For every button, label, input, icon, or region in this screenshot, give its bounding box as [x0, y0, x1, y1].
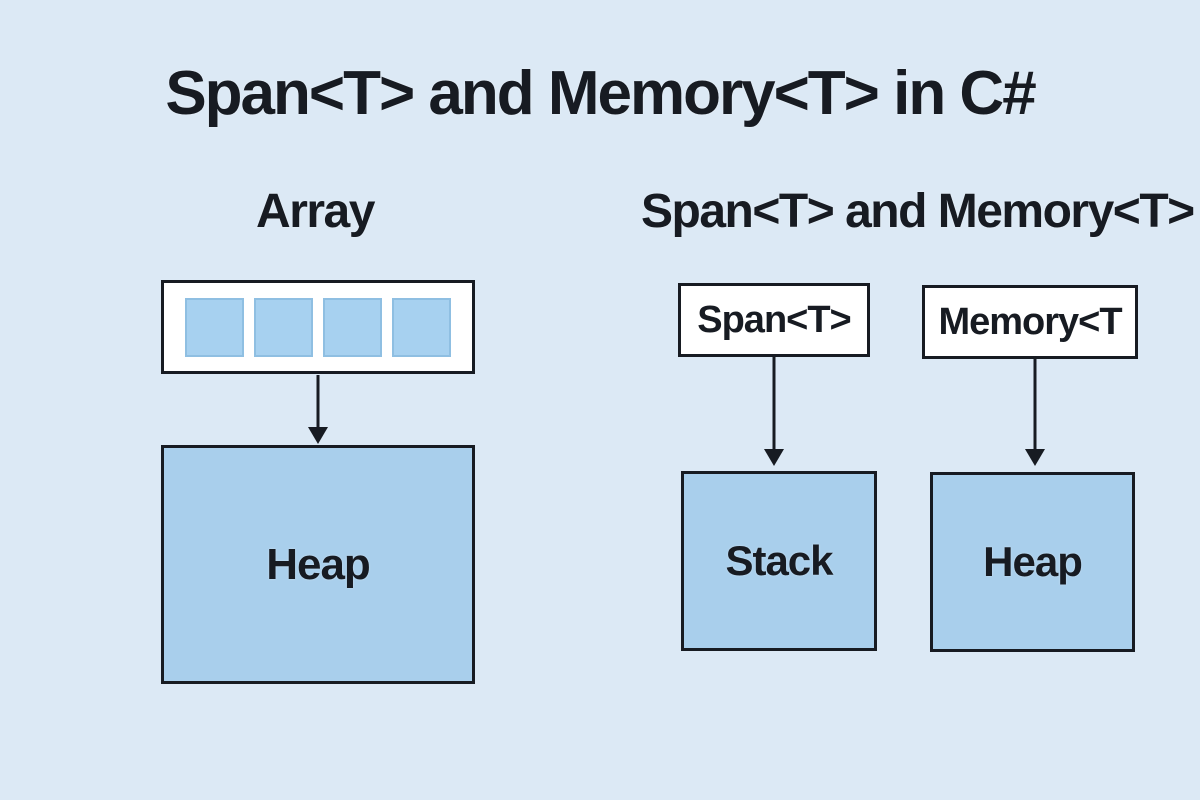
array-box — [161, 280, 475, 374]
heap-box-right: Heap — [930, 472, 1135, 652]
arrow-memory-to-heap — [1025, 359, 1045, 466]
section-heading-span-memory: Span<T> and Memory<T> — [641, 185, 1195, 238]
array-cell — [254, 297, 313, 357]
heap-box-left: Heap — [161, 445, 475, 684]
array-cell — [392, 297, 451, 357]
array-cell — [323, 297, 382, 357]
heap-left-label: Heap — [266, 539, 371, 589]
section-heading-array: Array — [256, 185, 375, 238]
stack-box-label: Stack — [725, 537, 833, 584]
stack-box: Stack — [681, 471, 877, 651]
array-cell — [185, 297, 244, 357]
arrow-array-to-heap — [308, 375, 328, 444]
diagram-title: Span<T> and Memory<T> in C# — [165, 59, 1036, 128]
heap-right-label: Heap — [983, 538, 1083, 585]
arrow-span-to-stack — [764, 357, 784, 466]
span-box-label: Span<T> — [697, 298, 851, 341]
span-box: Span<T> — [678, 283, 870, 357]
memory-box-label: Memory<T — [938, 300, 1122, 343]
memory-box: Memory<T — [922, 285, 1138, 359]
